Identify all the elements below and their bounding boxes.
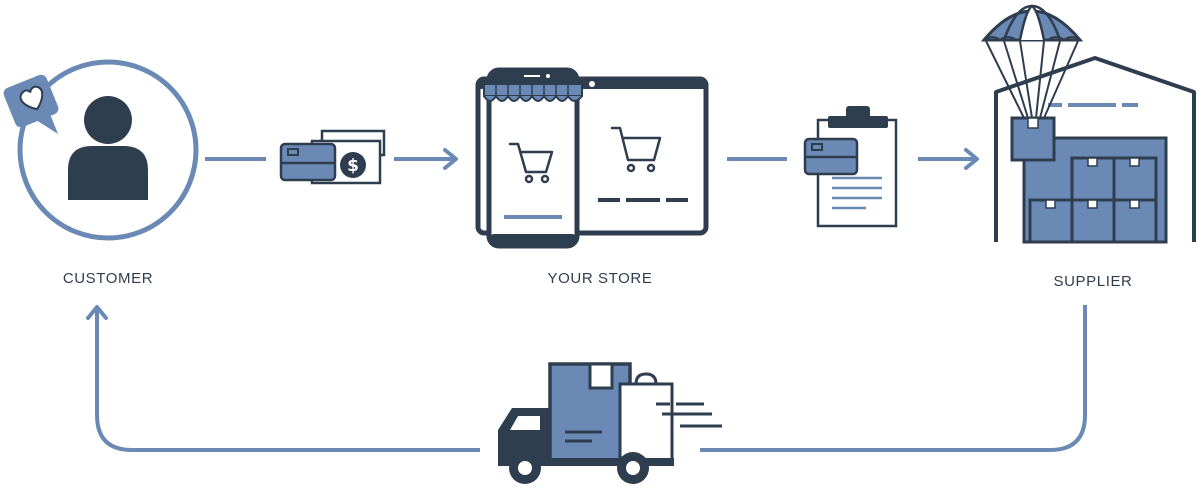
customer-icon (3, 59, 199, 241)
delivery-truck-icon (498, 362, 722, 484)
stacked-boxes-icon (1028, 156, 1158, 244)
customer-label: CUSTOMER (62, 270, 154, 287)
clipboard-order-icon (803, 106, 898, 228)
store-label: YOUR STORE (547, 270, 653, 287)
shopping-bag-icon (618, 372, 674, 464)
tablet-cart-icon (610, 126, 662, 173)
heart-bubble-icon (3, 74, 59, 134)
phone-and-tablet-store-icon (475, 67, 709, 249)
warehouse-parachute-icon (980, 4, 1196, 244)
phone-cart-icon (508, 142, 554, 184)
supplier-label: SUPPLIER (1053, 273, 1133, 290)
svg-text:$: $ (347, 156, 359, 176)
parachute-icon (980, 4, 1084, 162)
card-and-cash-icon: $ (279, 129, 386, 185)
awning-icon (483, 83, 583, 102)
